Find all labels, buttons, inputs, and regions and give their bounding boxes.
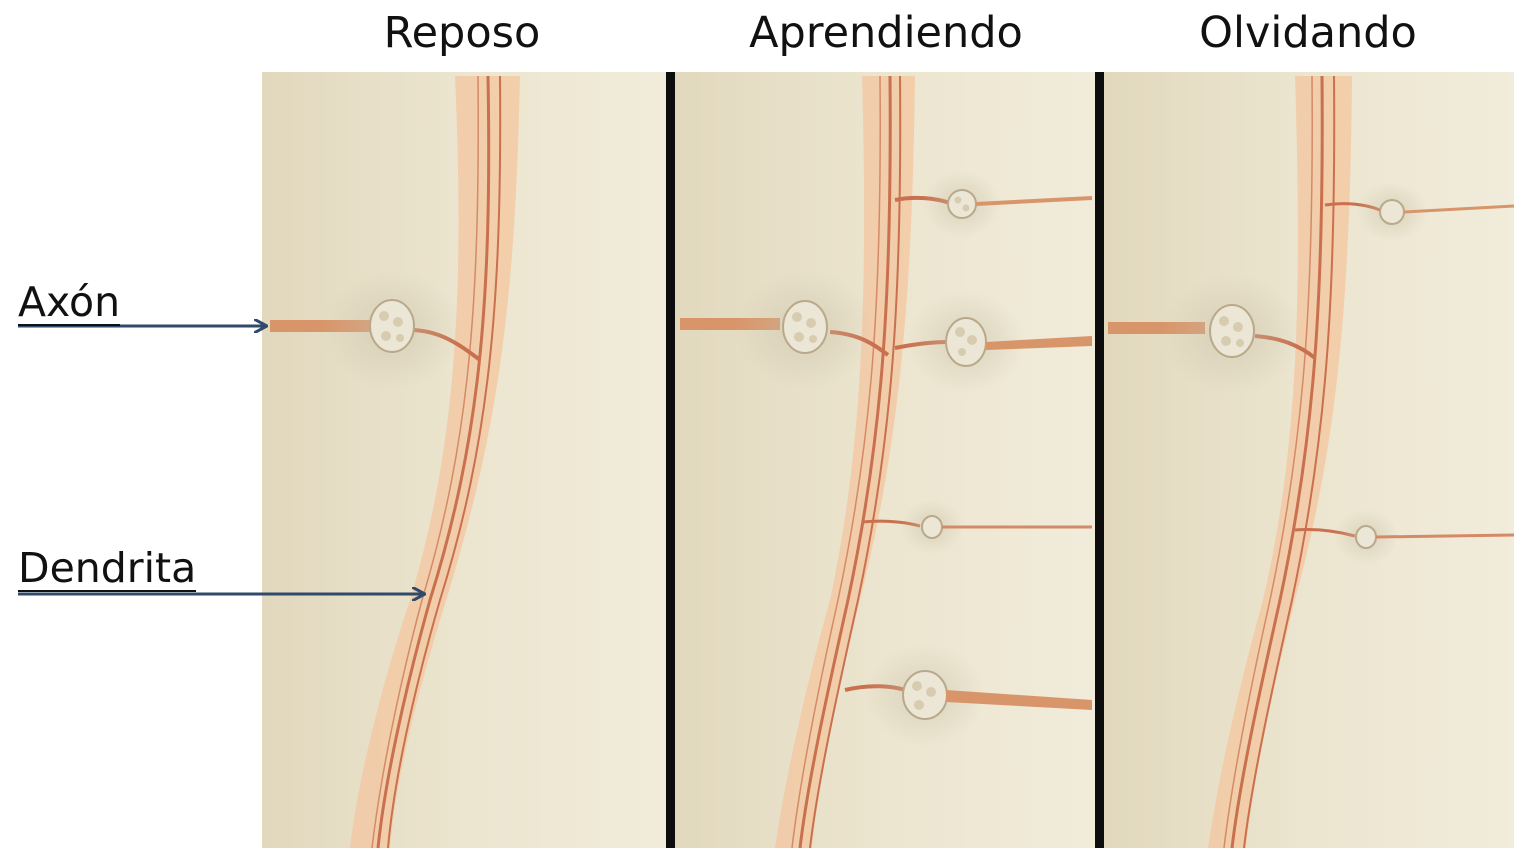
synapse: [946, 318, 986, 366]
synapse: [948, 190, 976, 218]
axon-label: Axón: [18, 280, 120, 326]
panel-divider: [666, 72, 675, 848]
synapse: [903, 671, 947, 719]
synapse: [922, 516, 942, 538]
synapse: [783, 301, 827, 353]
synapse: [1210, 305, 1254, 357]
panel-title-aprendiendo: Aprendiendo: [680, 6, 1092, 60]
panel-title-reposo: Reposo: [262, 6, 662, 60]
synapse: [1356, 526, 1376, 548]
panel-title-olvidando: Olvidando: [1108, 6, 1508, 60]
synapse: [1380, 200, 1404, 224]
synapse: [370, 300, 414, 352]
panel-divider: [1095, 72, 1104, 848]
dendrite-label: Dendrita: [18, 546, 196, 592]
